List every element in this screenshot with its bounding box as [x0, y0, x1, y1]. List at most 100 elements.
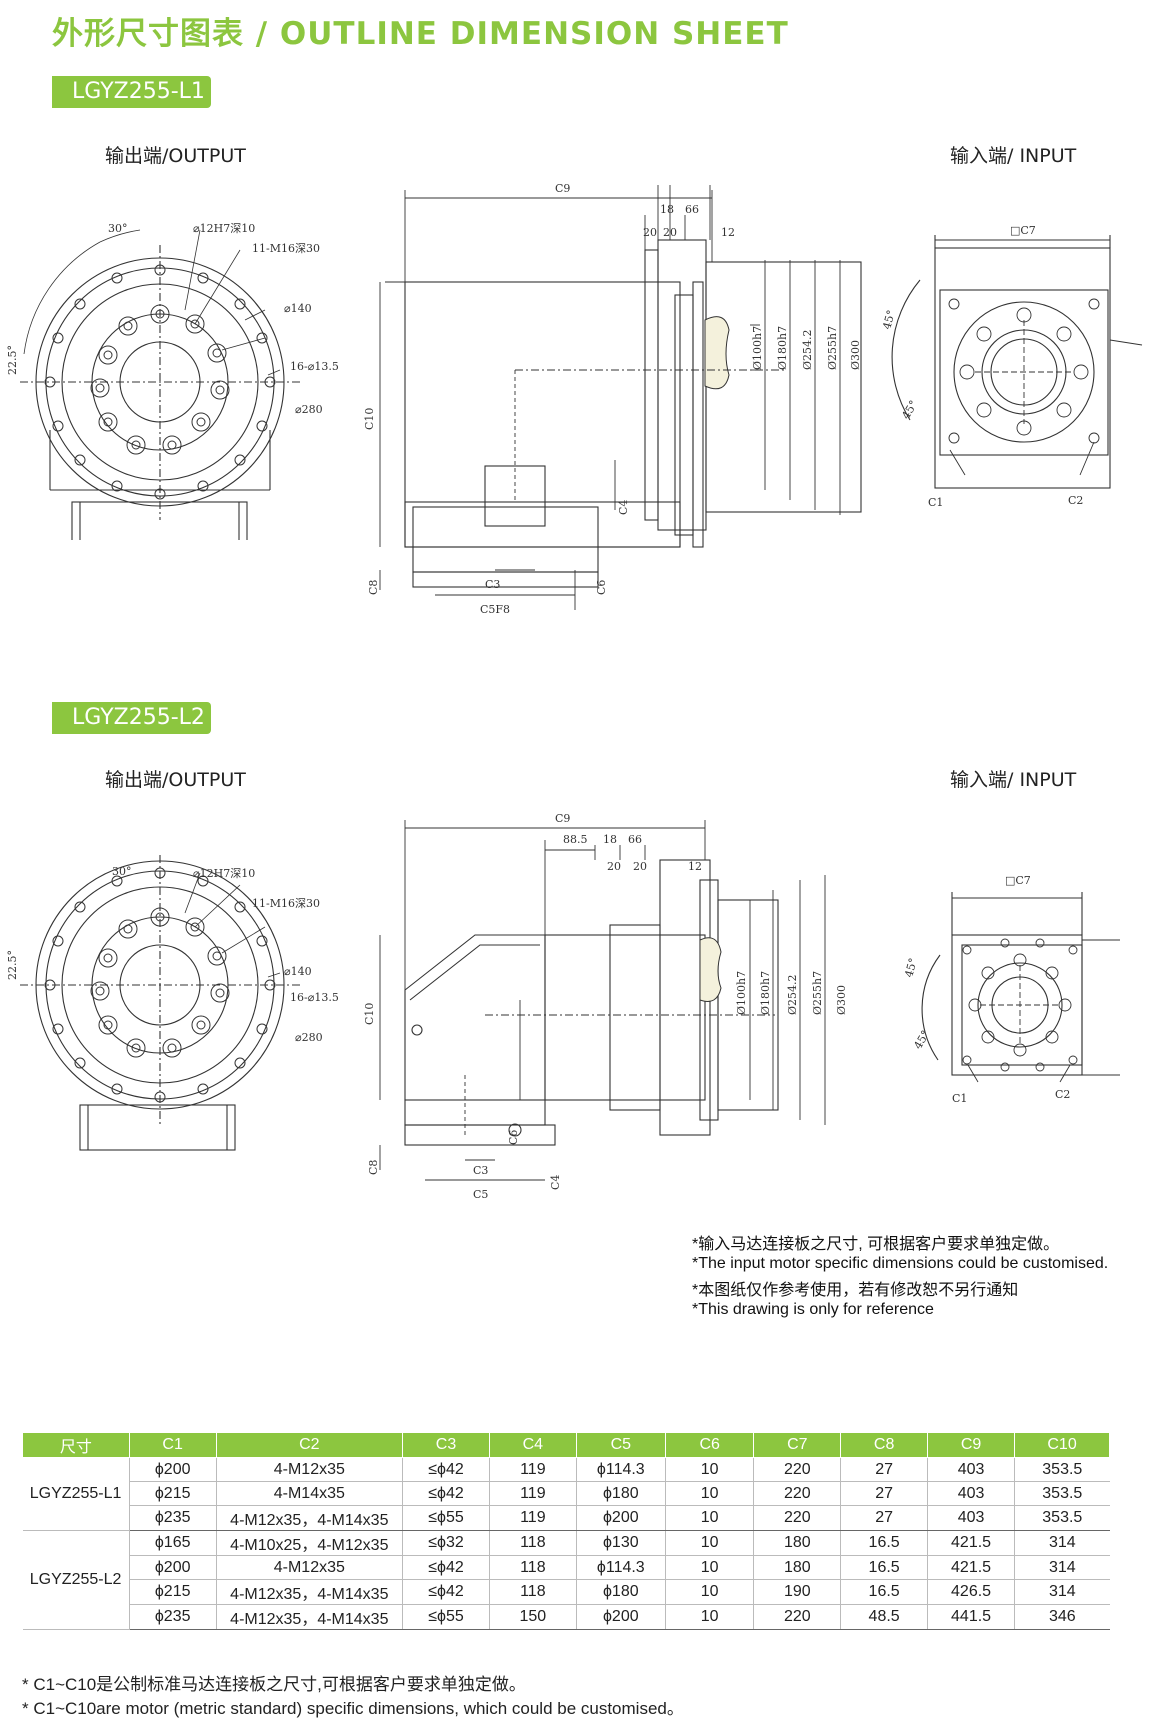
col-header: C5 — [575, 1432, 666, 1458]
dim-c6: C6 — [595, 580, 608, 595]
dim-l2-d300: Ø300 — [835, 985, 848, 1015]
note-2: *The input motor specific dimensions cou… — [692, 1255, 1109, 1272]
dim-angle45b: 45° — [899, 398, 920, 421]
dim-d300: Ø300 — [849, 340, 862, 370]
cell: 27 — [840, 1481, 928, 1506]
cell: 441.5 — [927, 1604, 1015, 1630]
dim-l2-d885: 88.5 — [563, 833, 588, 846]
output-label-l1: 输出端/OUTPUT — [105, 145, 246, 167]
model-tag-l1: LGYZ255-L1 — [52, 76, 211, 108]
col-header: C4 — [488, 1432, 577, 1458]
cell: 16.5 — [840, 1530, 928, 1556]
col-header: C10 — [1014, 1432, 1110, 1458]
dim-l2-d2542: Ø254.2 — [786, 974, 799, 1015]
page-title: 外形尺寸图表 / OUTLINE DIMENSION SHEET — [52, 16, 789, 52]
dim-l2-d20a: 20 — [607, 860, 621, 873]
cell: ϕ215 — [128, 1579, 217, 1605]
cell: 4-M14x35 — [215, 1481, 403, 1506]
dim-d140: ⌀140 — [284, 302, 312, 315]
row-model-l2: LGYZ255-L2 — [22, 1530, 130, 1630]
dim-l2-c10: C10 — [363, 1003, 376, 1025]
cell: 48.5 — [840, 1604, 928, 1630]
dim-d2542: Ø254.2 — [801, 329, 814, 370]
footnote-en: * C1~C10are motor (metric standard) spec… — [22, 1699, 684, 1718]
dim-c9: C9 — [555, 182, 570, 195]
dim-c1: C1 — [928, 496, 943, 509]
dim-l2-d66: 66 — [628, 833, 642, 846]
cell: ≤ϕ42 — [402, 1555, 490, 1580]
cell: 346 — [1014, 1604, 1110, 1630]
dim-d180: Ø180h7 — [776, 326, 789, 370]
col-header: C8 — [840, 1432, 929, 1458]
cell: ϕ165 — [128, 1530, 217, 1556]
cell: 150 — [488, 1604, 577, 1630]
cell: 353.5 — [1014, 1481, 1110, 1506]
output-label-l2: 输出端/OUTPUT — [105, 769, 246, 791]
cell: 27 — [840, 1505, 928, 1531]
col-header: C1 — [128, 1432, 217, 1458]
note-3: *本图纸仅作参考使用，若有修改恕不另行通知 — [692, 1282, 1019, 1299]
col-header: C7 — [753, 1432, 842, 1458]
cell: 180 — [753, 1530, 841, 1556]
dim-hole12: ⌀12H7深10 — [193, 222, 255, 235]
dim-d100: Ø100h7 — [751, 326, 764, 370]
cell: 421.5 — [927, 1530, 1015, 1556]
col-header: C9 — [927, 1432, 1016, 1458]
cell: ≤ϕ42 — [402, 1579, 490, 1605]
cell: ϕ200 — [128, 1457, 217, 1482]
cell: 220 — [753, 1604, 841, 1630]
dim-l2-c9: C9 — [555, 812, 570, 825]
cell: 403 — [927, 1505, 1015, 1531]
dim-l2-d140: ⌀140 — [284, 965, 312, 978]
cell: 426.5 — [927, 1579, 1015, 1605]
cell: ϕ200 — [575, 1604, 666, 1630]
cell: ϕ114.3 — [575, 1555, 666, 1580]
cell: 118 — [488, 1530, 577, 1556]
cell: ϕ200 — [575, 1505, 666, 1531]
cell: 119 — [488, 1505, 577, 1531]
cell: 403 — [927, 1481, 1015, 1506]
dim-l2-d280: ⌀280 — [295, 1031, 323, 1044]
dim-l2-h16: 16-⌀13.5 — [290, 991, 339, 1004]
dim-l2-angle45a: 45° — [902, 957, 920, 979]
cell: 119 — [488, 1481, 577, 1506]
dim-d255: Ø255h7 — [826, 326, 839, 370]
dim-m16: 11-M16深30 — [252, 242, 320, 255]
cell: 353.5 — [1014, 1505, 1110, 1531]
input-label-l1: 输入端/ INPUT — [950, 145, 1077, 167]
cell: 314 — [1014, 1530, 1110, 1556]
dim-l2-hole12: ⌀12H7深10 — [193, 867, 255, 880]
note-4: *This drawing is only for reference — [692, 1301, 934, 1318]
cell: ≤ϕ32 — [402, 1530, 490, 1556]
cell: ϕ200 — [128, 1555, 217, 1580]
dim-c3: C3 — [485, 578, 500, 591]
cell: 403 — [927, 1457, 1015, 1482]
cell: 314 — [1014, 1579, 1110, 1605]
dim-angle30: 30° — [108, 222, 128, 235]
dim-l2-d255: Ø255h7 — [811, 971, 824, 1015]
note-1: *输入马达连接板之尺寸, 可根据客户要求单独定做。 — [692, 1236, 1060, 1253]
cell: 27 — [840, 1457, 928, 1482]
dim-c4: C4 — [617, 500, 630, 515]
dim-l2-d18: 18 — [603, 833, 617, 846]
cell: 16.5 — [840, 1555, 928, 1580]
cell: 220 — [753, 1457, 841, 1482]
side-view-l1: C9 18 66 20 20 12 Ø100h7 Ø180h7 Ø254.2 Ø… — [363, 182, 862, 616]
dim-l2-c2: C2 — [1055, 1088, 1070, 1101]
dim-l2-angle225: 22.5° — [6, 950, 19, 980]
cell: ϕ235 — [128, 1604, 217, 1630]
cell: 220 — [753, 1505, 841, 1531]
side-view-l2: C9 88.5 18 66 20 20 12 Ø100h7 Ø180h7 Ø25… — [363, 812, 848, 1201]
dim-c10: C10 — [363, 408, 376, 430]
dim-c2: C2 — [1068, 494, 1083, 507]
dim-d280: ⌀280 — [295, 403, 323, 416]
dim-l2-c7: □C7 — [1005, 874, 1031, 887]
input-view-l2: □C7 45° 45° C1 C2 — [902, 874, 1120, 1105]
dim-d12: 12 — [721, 226, 735, 239]
cell: 4-M12x35 — [215, 1555, 403, 1580]
col-header: 尺寸 — [22, 1432, 130, 1458]
